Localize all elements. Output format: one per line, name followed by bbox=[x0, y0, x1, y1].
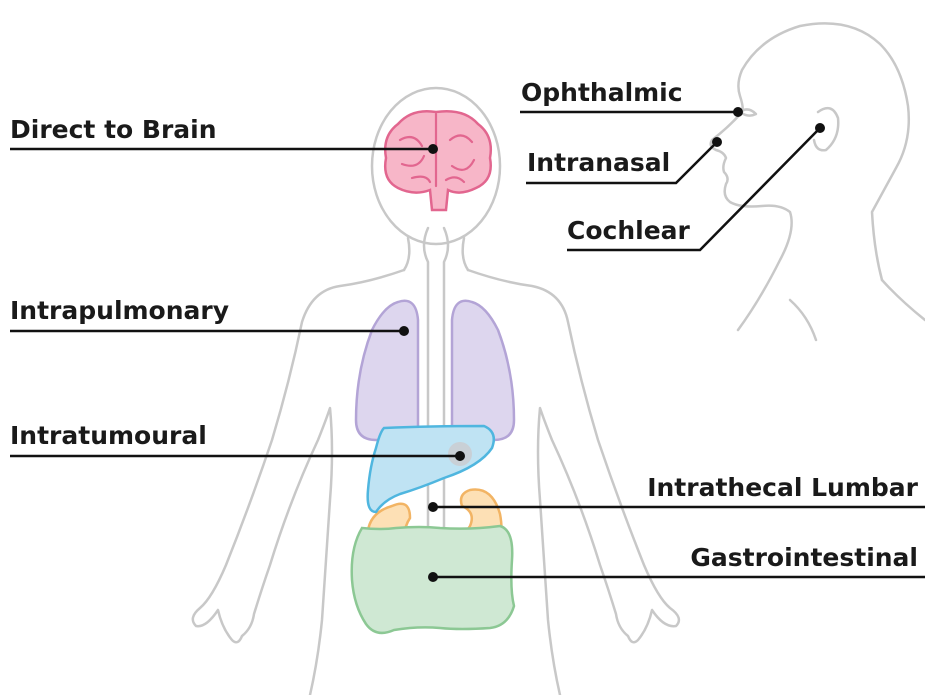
profile-shoulder bbox=[882, 280, 925, 320]
left-lung bbox=[356, 301, 418, 440]
right-lung bbox=[452, 301, 514, 440]
dot-ear bbox=[815, 123, 825, 133]
dot-brain bbox=[428, 144, 438, 154]
profile-collar bbox=[790, 300, 816, 340]
lungs bbox=[356, 301, 514, 440]
side-head-profile bbox=[711, 23, 925, 340]
dot-tumour bbox=[455, 451, 465, 461]
label-intrathecal-lumbar: Intrathecal Lumbar bbox=[647, 473, 918, 502]
label-direct-to-brain: Direct to Brain bbox=[10, 115, 217, 144]
dot-spine bbox=[428, 502, 438, 512]
profile-outline bbox=[711, 23, 909, 330]
label-cochlear: Cochlear bbox=[567, 216, 691, 245]
neck-outline-right bbox=[463, 238, 468, 270]
brain bbox=[385, 111, 491, 210]
label-gastrointestinal: Gastrointestinal bbox=[690, 543, 918, 572]
dot-nose bbox=[712, 137, 722, 147]
label-intrapulmonary: Intrapulmonary bbox=[10, 296, 229, 325]
label-ophthalmic: Ophthalmic bbox=[521, 78, 683, 107]
label-intranasal: Intranasal bbox=[527, 148, 670, 177]
label-intratumoural: Intratumoural bbox=[10, 421, 207, 450]
neck-outline bbox=[404, 238, 409, 270]
dot-eye bbox=[733, 107, 743, 117]
dot-lung bbox=[399, 326, 409, 336]
dot-intestine bbox=[428, 572, 438, 582]
